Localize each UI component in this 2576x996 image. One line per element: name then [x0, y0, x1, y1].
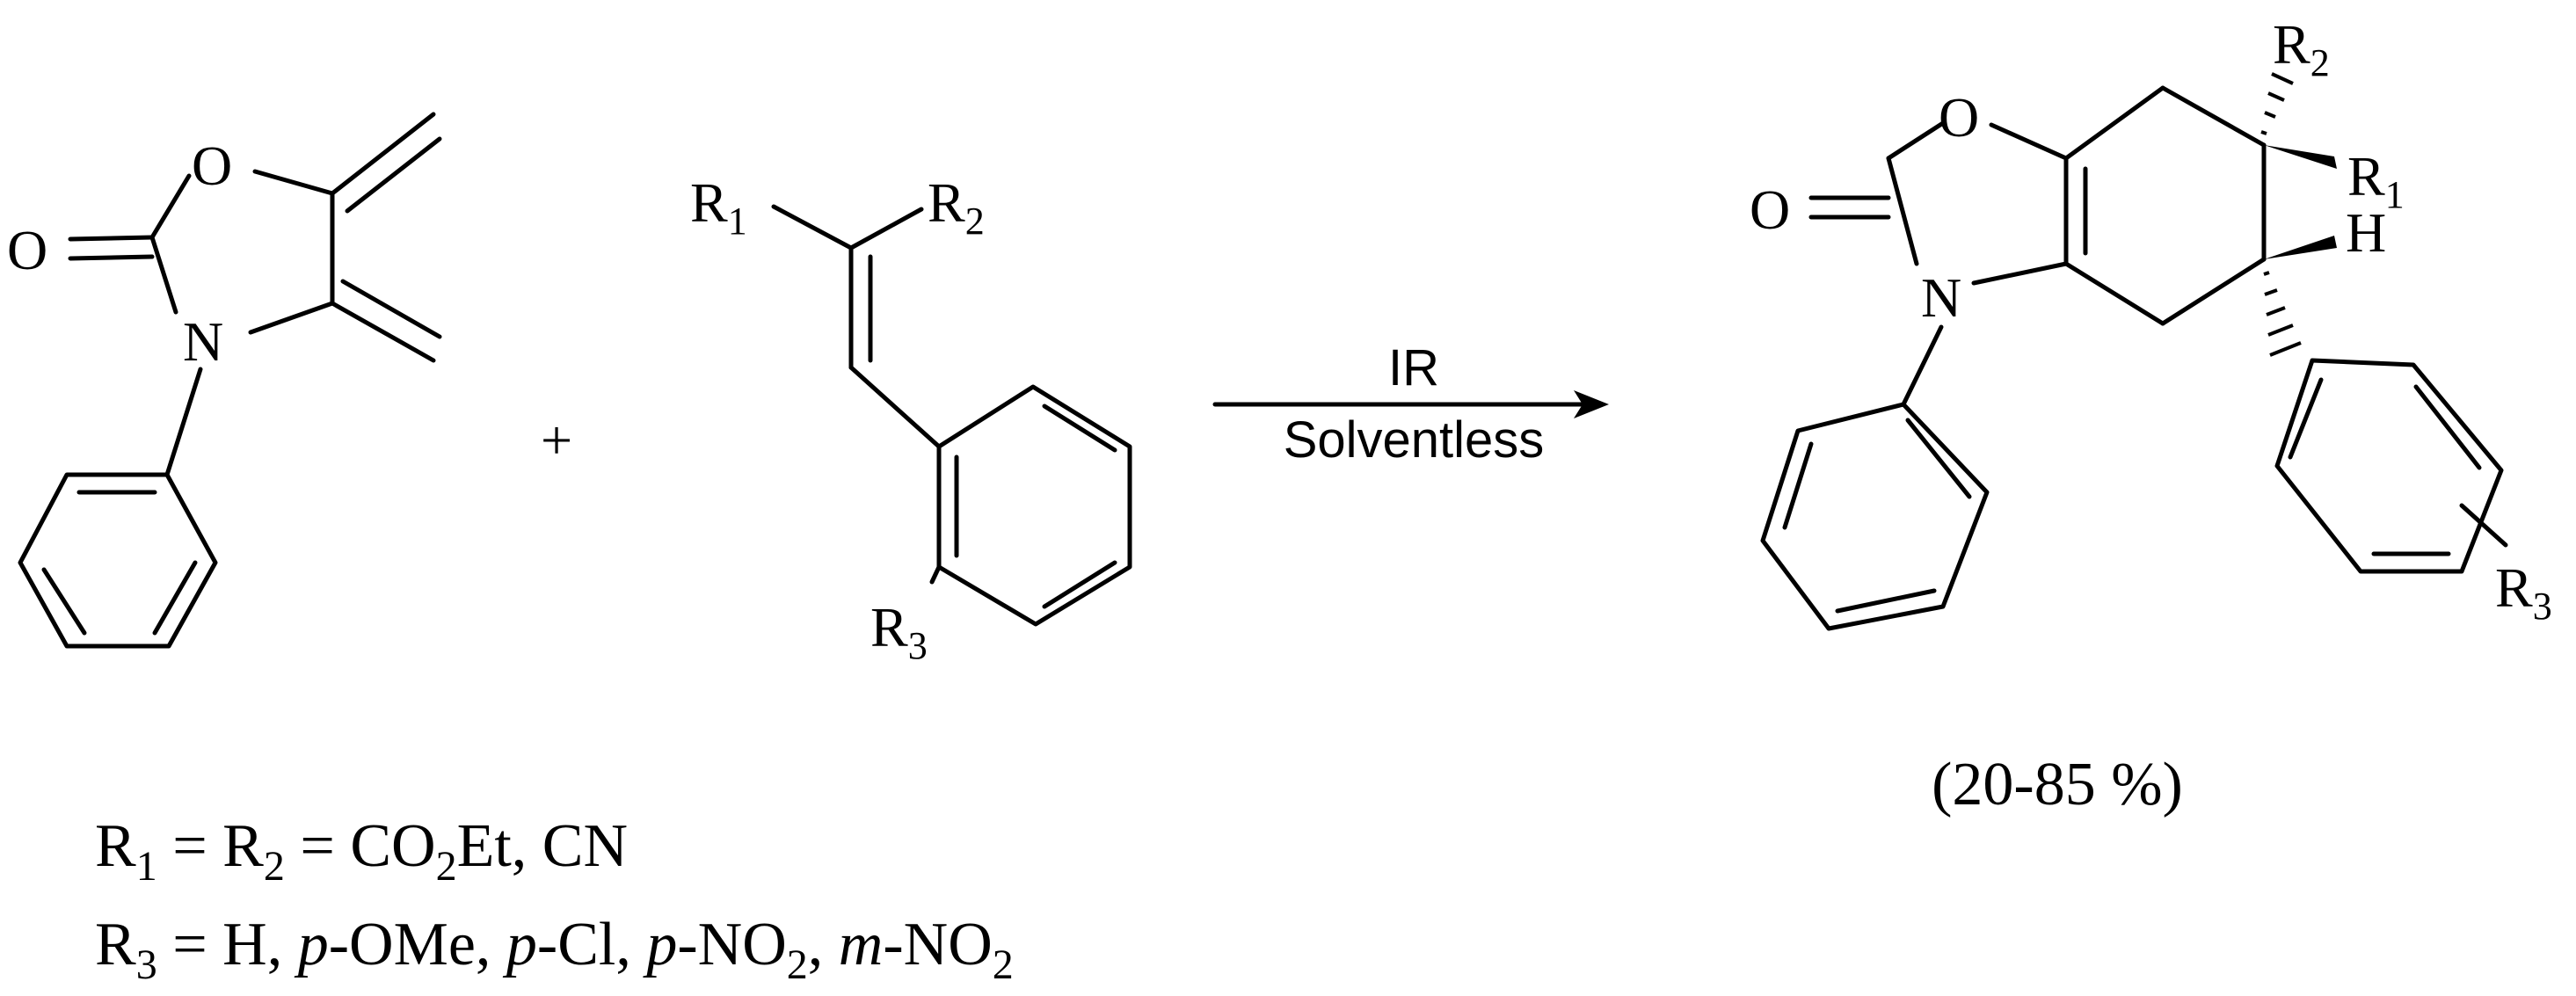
- carbonyl-oxygen-label: O: [7, 219, 47, 281]
- product-ring-oxygen-label: O: [1939, 86, 1979, 149]
- product-nitrogen-label: N: [1921, 266, 1961, 329]
- cycloadduct-product: O O N R2 R1 H R3: [1750, 13, 2552, 631]
- diene-oxazolidinone: O O N: [7, 112, 442, 649]
- yield-label: (20-85 %): [1932, 751, 2183, 818]
- hashed-bond-aryl: [2263, 271, 2302, 357]
- wedge-bond-h: [2264, 236, 2337, 259]
- product-r2-label: R2: [2273, 13, 2330, 84]
- product-r3-label: R3: [2495, 556, 2552, 628]
- ring-nitrogen-label: N: [183, 310, 223, 373]
- legend-line-1: R1 = R2 = CO2Et, CN: [95, 812, 628, 890]
- legend-line-2: R3 = H, p-OMe, p-Cl, p-NO2, m-NO2: [95, 911, 1014, 988]
- r3-label: R3: [870, 596, 928, 667]
- product-r1-label: R1: [2347, 145, 2405, 216]
- arrow-head-icon: [1574, 390, 1609, 418]
- product-h-label: H: [2346, 201, 2386, 264]
- arrow-condition-below: Solventless: [1284, 411, 1545, 469]
- hashed-bond-r2: [2260, 72, 2294, 135]
- r1-label: R1: [690, 171, 747, 243]
- reaction-arrow: IR Solventless: [1212, 339, 1609, 469]
- wedge-bond-r1: [2264, 145, 2337, 169]
- ring-oxygen-label: O: [192, 134, 232, 197]
- product-carbonyl-oxygen-label: O: [1750, 178, 1790, 241]
- arrow-condition-above: IR: [1388, 339, 1439, 396]
- r2-label: R2: [928, 171, 985, 243]
- plus-sign: +: [541, 409, 572, 471]
- styrene-dienophile: R1 R2 R3: [690, 171, 1132, 667]
